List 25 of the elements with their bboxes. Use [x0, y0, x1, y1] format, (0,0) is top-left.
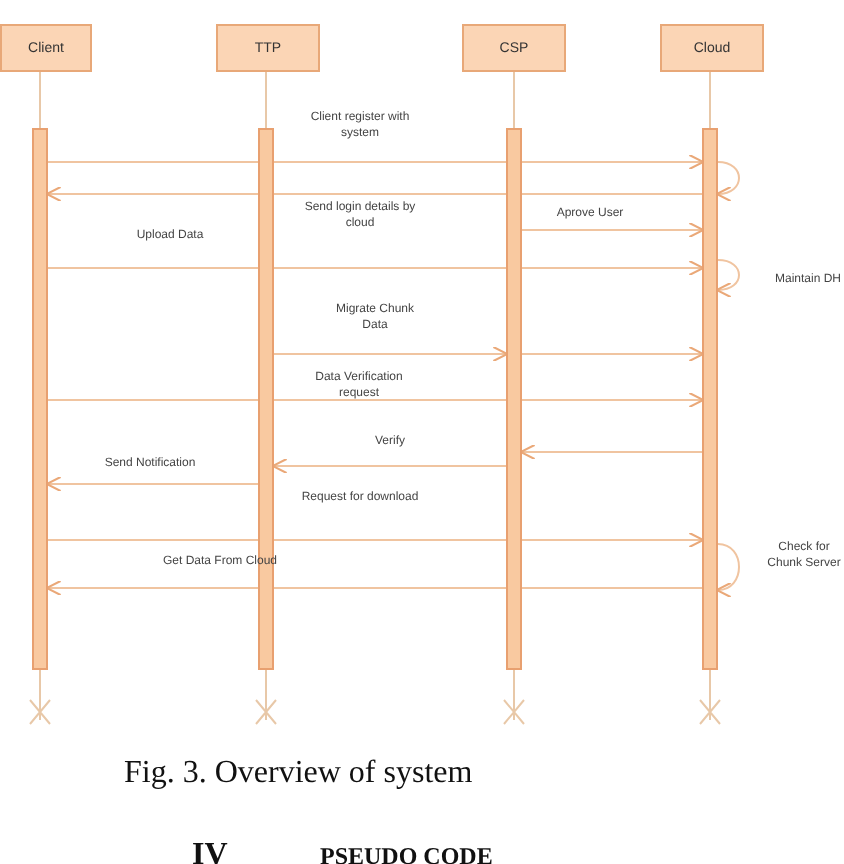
self-message-arrow — [715, 259, 740, 297]
activation-bar — [702, 128, 718, 670]
message-arrow — [47, 259, 705, 277]
lifeline — [265, 71, 267, 129]
message-arrow — [271, 457, 507, 475]
message-arrow — [47, 531, 705, 549]
section-heading: PSEUDO CODE — [320, 842, 493, 864]
figure-caption: Fig. 3. Overview of system — [124, 756, 473, 792]
self-message-arrow — [715, 543, 740, 597]
message-arrow — [519, 443, 703, 461]
message-arrow — [45, 579, 703, 597]
section-heading: IV — [192, 838, 228, 864]
message-arrow — [45, 185, 703, 203]
message-arrow — [521, 345, 705, 363]
message-arrow — [45, 475, 259, 493]
lifeline — [513, 71, 515, 129]
self-message-arrow — [715, 161, 740, 201]
lifeline — [39, 71, 41, 129]
message-arrow — [521, 221, 705, 239]
activation-bar — [32, 128, 48, 670]
message-arrow — [47, 391, 705, 409]
lifeline — [709, 71, 711, 129]
message-arrow — [47, 153, 705, 171]
activation-bar — [506, 128, 522, 670]
message-arrow — [273, 345, 509, 363]
